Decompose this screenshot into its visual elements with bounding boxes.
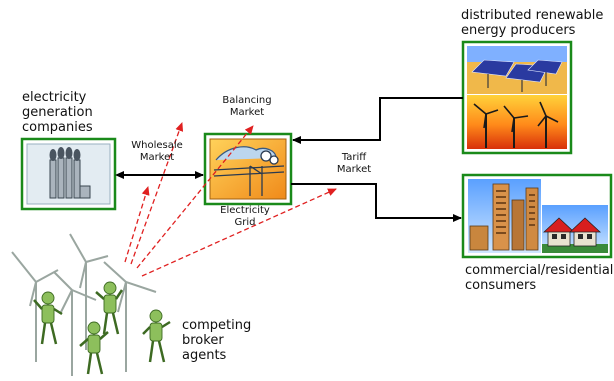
solar-panels-icon bbox=[467, 46, 567, 94]
tariff-label-line1: Tariff bbox=[341, 152, 367, 163]
renewable-box bbox=[461, 40, 573, 155]
factory-smokestacks-icon bbox=[49, 147, 91, 199]
generation-label: electricity generation companies bbox=[22, 90, 93, 136]
consumers-label-line1: commercial/residential bbox=[465, 263, 614, 278]
brokers-label-line1: competing bbox=[182, 318, 252, 333]
tariff-label: Tariff Market bbox=[322, 152, 386, 175]
brokers-label-line2: broker bbox=[182, 332, 224, 348]
balancing-label-line2: Market bbox=[229, 106, 265, 118]
wholesale-label-line1: Wholesale bbox=[131, 140, 183, 151]
renewable-to-grid-arrow bbox=[292, 97, 463, 144]
renewable-label: distributed renewable energy producers bbox=[461, 8, 604, 39]
tariff-label-line2: Market bbox=[336, 163, 372, 175]
broker-dashed-arrows bbox=[124, 122, 337, 277]
grid-box bbox=[203, 132, 293, 206]
grid-label-line2: Grid bbox=[234, 216, 256, 228]
consumers-box bbox=[461, 173, 613, 259]
power-line-grid-icon bbox=[213, 146, 285, 196]
grid-to-consumers-arrow bbox=[291, 183, 462, 222]
grid-label: Electricity Grid bbox=[213, 205, 277, 228]
brokers-label-line3: agents bbox=[182, 347, 227, 363]
grid-label-line1: Electricity bbox=[220, 205, 270, 216]
renewable-label-line1: distributed renewable bbox=[461, 8, 604, 23]
balancing-label-line1: Balancing bbox=[222, 95, 272, 106]
wholesale-label-line2: Market bbox=[139, 151, 175, 163]
generation-box bbox=[20, 137, 117, 211]
city-houses-icon bbox=[468, 179, 608, 253]
balancing-label: Balancing Market bbox=[212, 95, 282, 118]
wind-turbines-sunset-icon bbox=[467, 95, 567, 149]
brokers-label: competing broker agents bbox=[182, 318, 252, 364]
wholesale-label: Wholesale Market bbox=[122, 140, 192, 163]
generation-label-line2: generation bbox=[22, 104, 93, 120]
generation-label-line1: electricity bbox=[22, 90, 87, 105]
robot-windmill-agents-icon bbox=[11, 233, 171, 376]
consumers-label-line2: consumers bbox=[465, 277, 537, 293]
renewable-label-line2: energy producers bbox=[461, 22, 576, 38]
generation-label-line3: companies bbox=[22, 119, 93, 135]
consumers-label: commercial/residential consumers bbox=[465, 263, 614, 294]
